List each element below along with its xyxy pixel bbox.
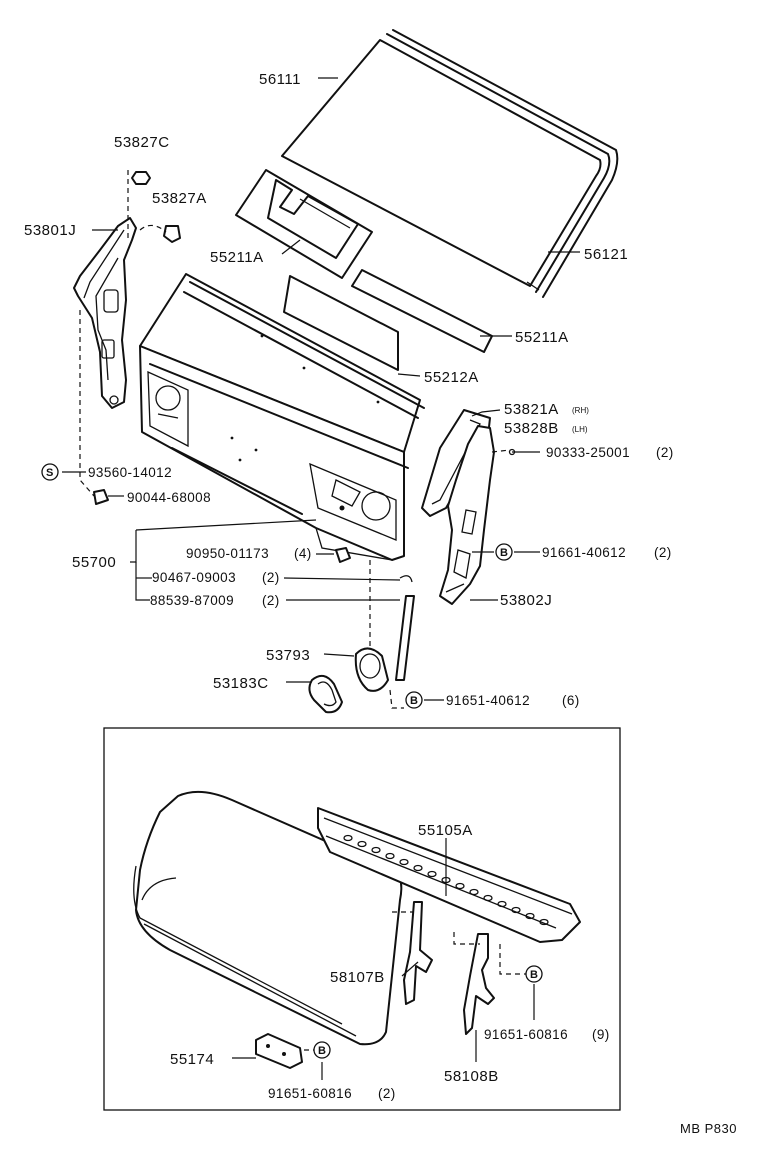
label-88539-qty: (2) (262, 593, 280, 608)
label-93560: 93560-14012 (88, 465, 172, 480)
grommet-53793 (354, 647, 389, 692)
label-91661: 91661-40612 (542, 545, 626, 560)
label-53793: 53793 (266, 647, 310, 664)
side-bracket-53801j (73, 217, 137, 409)
label-90044: 90044-68008 (127, 490, 211, 505)
label-53802j: 53802J (500, 592, 552, 609)
inset-dash-2 (453, 932, 480, 945)
nut-90950-01173 (335, 547, 351, 563)
label-90333: 90333-25001 (546, 445, 630, 460)
label-56121: 56121 (584, 246, 628, 263)
dash-panel-55211a-top (235, 169, 373, 279)
cable-88539-87009 (395, 595, 415, 681)
label-91661-qty: (2) (654, 545, 672, 560)
label-55211a-right: 55211A (515, 329, 569, 346)
bracket-53802j (439, 425, 495, 605)
badge-b-91651-608-2: B (318, 1045, 326, 1057)
label-58108b: 58108B (444, 1068, 499, 1085)
badge-b-91651-608-9-circle (525, 965, 543, 983)
cowl-panel-55105a (317, 807, 581, 943)
inset-dash-3 (499, 944, 526, 975)
label-53827c: 53827C (114, 134, 170, 151)
label-55211a-top: 55211A (210, 249, 264, 266)
clip-90044-68008 (93, 489, 109, 505)
label-90467: 90467-09003 (152, 570, 236, 585)
label-91651-60816-2: 91651-60816 (268, 1086, 352, 1101)
label-53801j: 53801J (24, 222, 76, 239)
clip-53827a (163, 225, 181, 243)
badge-b-91651-608-9: B (530, 969, 538, 981)
label-53821a: 53821A (504, 401, 559, 418)
label-91651-60816-9: 91651-60816 (484, 1027, 568, 1042)
leaders-inset (232, 838, 535, 1080)
label-55174: 55174 (170, 1051, 214, 1068)
bracket-55174 (255, 1033, 303, 1069)
inset-frame (103, 727, 621, 1111)
label-53828b-side: (LH) (572, 425, 588, 434)
badge-b-91651-608-2-circle (313, 1041, 331, 1059)
label-58107b: 58107B (330, 969, 385, 986)
windshield-glass-56111 (281, 29, 619, 298)
label-55105a: 55105A (418, 822, 473, 839)
badge-b-91661: B (500, 547, 508, 559)
mount-line-6 (491, 449, 511, 453)
badge-b-91651-406-circle (405, 691, 423, 709)
footer-code: MB P830 (680, 1121, 737, 1136)
mount-line-2 (139, 224, 167, 233)
clip-90467-09003 (399, 575, 413, 583)
label-53827a: 53827A (152, 190, 207, 207)
label-90333-qty: (2) (656, 445, 674, 460)
label-53183c: 53183C (213, 675, 269, 692)
label-90950: 90950-01173 (186, 546, 269, 561)
panel-55211a-right (351, 269, 493, 353)
label-88539: 88539-87009 (150, 593, 234, 608)
hinge-58107b (403, 901, 433, 1005)
label-91651-60816-9-qty: (9) (592, 1027, 610, 1042)
label-90950-qty: (4) (294, 546, 312, 561)
mount-line-5 (389, 689, 404, 709)
label-91651-40612-qty: (6) (562, 693, 580, 708)
label-55700: 55700 (72, 554, 116, 571)
badge-b-91661-circle (495, 543, 513, 561)
label-91651-60816-2-qty: (2) (378, 1086, 396, 1101)
mount-line-3 (79, 310, 95, 497)
label-53821a-side: (RH) (572, 406, 589, 415)
leaders-upper (62, 77, 580, 701)
seal-53183c (308, 674, 343, 714)
label-91651-40612: 91651-40612 (446, 693, 530, 708)
nut-53827c (131, 171, 151, 185)
label-55212a: 55212A (424, 369, 479, 386)
label-90467-qty: (2) (262, 570, 280, 585)
panel-55212a (283, 275, 399, 371)
label-53828b: 53828B (504, 420, 559, 437)
badge-s: S (46, 467, 53, 479)
badge-s-circle (41, 463, 59, 481)
hinge-58108b (463, 933, 495, 1035)
badge-b-91651-406: B (410, 695, 418, 707)
label-56111: 56111 (259, 71, 301, 88)
dash-panel-55700 (139, 273, 425, 561)
